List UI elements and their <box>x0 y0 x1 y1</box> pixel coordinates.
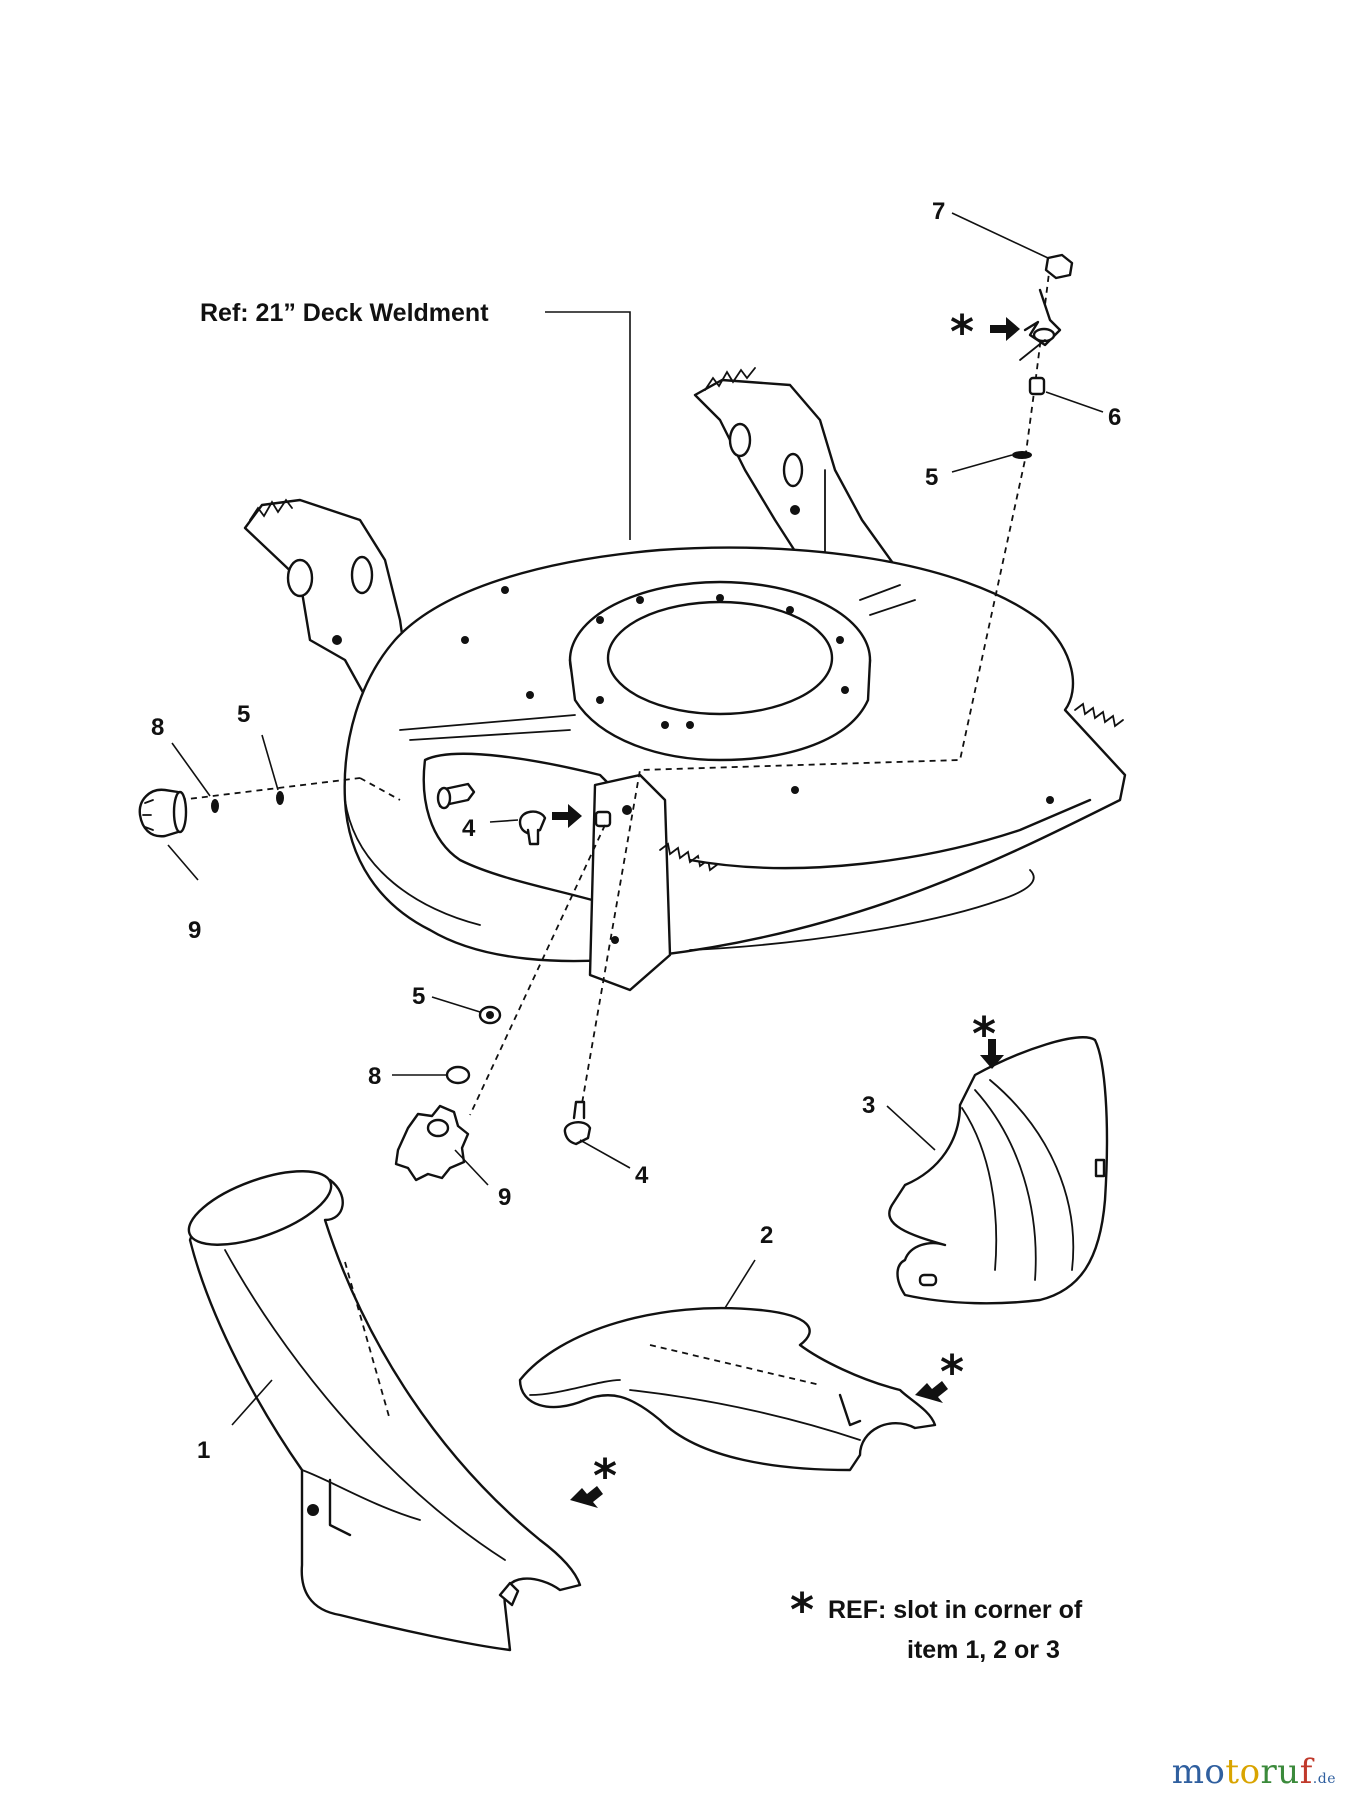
note-line-1: REF: slot in corner of <box>828 1596 1083 1624</box>
washer-8-left <box>211 799 219 813</box>
callout-6: 6 <box>1108 404 1121 431</box>
callout-1: 1 <box>197 1437 210 1464</box>
callout-2: 2 <box>760 1222 773 1249</box>
deck-weldment <box>243 367 1127 992</box>
callout-8-left: 8 <box>151 714 164 741</box>
note-line-2: item 1, 2 or 3 <box>907 1636 1060 1664</box>
upper-fastener-stack <box>579 253 1074 1116</box>
callout-9-bottom: 9 <box>498 1184 511 1211</box>
slot-reference-markers: * * * * <box>552 305 1020 1508</box>
arrow-icon <box>990 317 1020 341</box>
hex-nut-7 <box>1044 253 1074 280</box>
arrow-icon <box>980 1039 1004 1069</box>
arrow-icon <box>552 804 582 828</box>
callout-4-upper: 4 <box>462 815 476 842</box>
star-marker-item1: * <box>593 1449 617 1503</box>
callout-7: 7 <box>932 198 945 225</box>
side-deflector-3 <box>888 1036 1109 1305</box>
washer-5-top <box>1012 451 1032 459</box>
callout-8-mid: 8 <box>368 1063 381 1090</box>
lower-fastener-stack <box>394 824 606 1182</box>
leader-lines <box>167 212 1104 1426</box>
callout-5-mid: 5 <box>412 983 425 1010</box>
discharge-chute-2 <box>518 1306 937 1472</box>
star-marker-top: * <box>950 305 974 359</box>
ref-deck-label: Ref: 21” Deck Weldment <box>200 299 489 327</box>
callout-5-left: 5 <box>237 701 250 728</box>
callout-5-top: 5 <box>925 464 938 491</box>
star-marker-item3: * <box>972 1007 996 1061</box>
callout-9-left: 9 <box>188 917 201 944</box>
bolt-4-lower <box>563 1121 592 1146</box>
note-marker: * <box>790 1583 814 1637</box>
callout-3: 3 <box>862 1092 875 1119</box>
star-marker-item2: * <box>940 1345 964 1399</box>
callout-labels: Ref: 21” Deck Weldment 7 6 5 8 5 4 9 5 8… <box>151 198 1121 1664</box>
callout-4-lower: 4 <box>635 1162 649 1189</box>
arrow-icon <box>915 1381 948 1403</box>
washer-5-left <box>276 791 284 805</box>
knob-9-bottom <box>394 1104 470 1182</box>
discharge-chute-1 <box>187 1170 582 1652</box>
watermark-logo: motoruf.de <box>1171 1752 1336 1792</box>
arrow-icon <box>570 1486 603 1508</box>
left-fastener-stack <box>138 777 612 846</box>
spacer-6 <box>1028 376 1046 396</box>
washer-8-mid <box>445 1065 471 1085</box>
bolt-4-middle <box>518 810 547 836</box>
